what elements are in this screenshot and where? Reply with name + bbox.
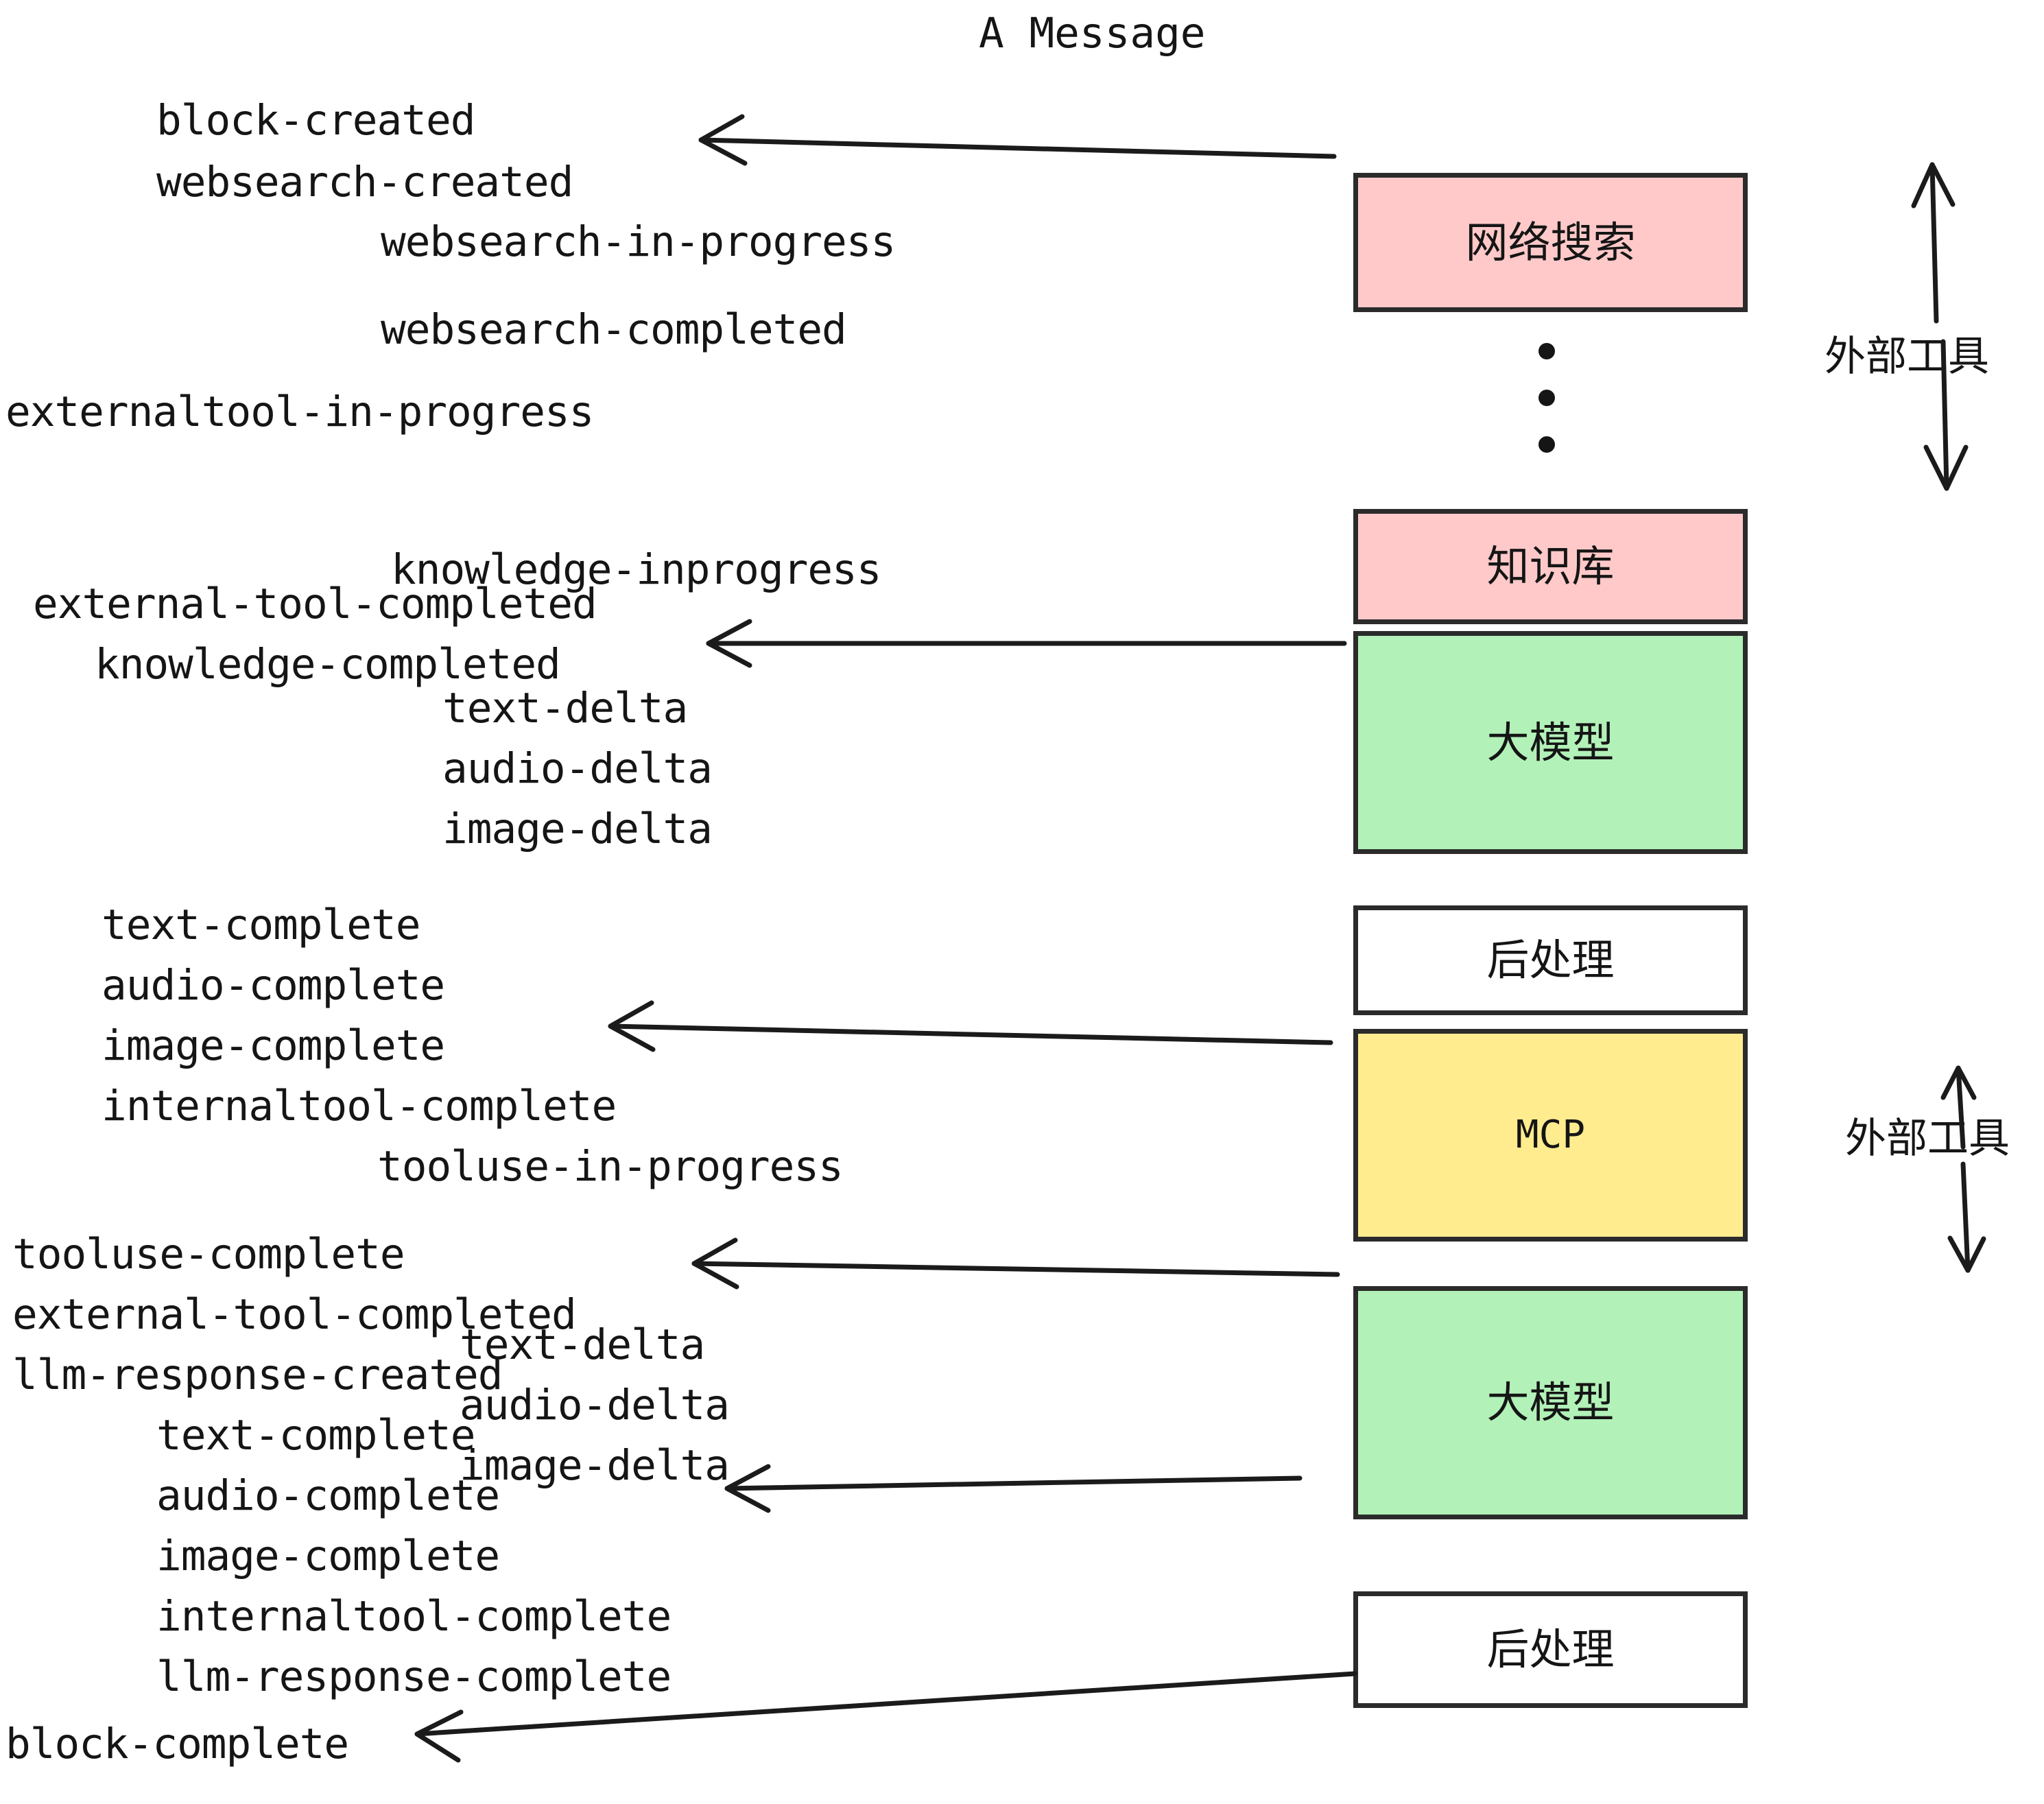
node-llm-2[interactable]: 大模型 (1353, 1286, 1748, 1519)
event-label-image-complete-1: image-complete (102, 1021, 445, 1070)
event-label-websearch-completed: websearch-completed (381, 305, 847, 354)
node-knowledge-label: 知识库 (1486, 541, 1615, 591)
arrow-knowledge-out (706, 619, 1347, 668)
node-mcp-label: MCP (1515, 1113, 1586, 1157)
event-label-tooluse-complete: tooluse-complete (12, 1230, 405, 1279)
event-label-audio-delta-1: audio-delta (442, 744, 713, 793)
scope-arrow-up-top (1911, 162, 1956, 324)
node-mcp[interactable]: MCP (1353, 1029, 1748, 1242)
node-postprocess-2-label: 后处理 (1486, 1624, 1615, 1674)
event-label-tooluse-in-progress: tooluse-in-progress (377, 1142, 844, 1191)
event-label-audio-complete-2: audio-complete (156, 1471, 500, 1520)
event-label-websearch-in-progress: websearch-in-progress (381, 217, 896, 266)
event-label-knowledge-inprogress: knowledge-inprogress (391, 545, 882, 594)
event-label-externaltool-in-progress: externaltool-in-progress (5, 388, 594, 436)
event-label-internaltool-complete-2: internaltool-complete (156, 1592, 672, 1641)
event-label-external-tool-completed-2: external-tool-completed (12, 1290, 577, 1339)
node-postprocess-1-label: 后处理 (1486, 935, 1615, 985)
event-label-llm-response-complete: llm-response-complete (156, 1652, 672, 1701)
scope-arrow-down-bottom (1947, 1161, 1986, 1273)
vertical-ellipsis-icon (1538, 343, 1556, 453)
event-label-text-delta-1: text-delta (442, 684, 688, 733)
node-llm-1[interactable]: 大模型 (1353, 631, 1748, 854)
event-label-image-complete-2: image-complete (156, 1532, 500, 1580)
event-label-audio-complete-1: audio-complete (102, 961, 445, 1010)
event-label-audio-delta-2: audio-delta (460, 1381, 730, 1429)
event-label-text-complete-2: text-complete (156, 1411, 475, 1460)
page-title: A Message (979, 9, 1206, 58)
arrow-llm1-out (608, 1000, 1333, 1052)
event-label-block-created: block-created (156, 96, 475, 145)
node-websearch[interactable]: 网络搜索 (1353, 173, 1748, 312)
node-llm-1-label: 大模型 (1486, 717, 1615, 768)
side-annotation-external-tools-top: 外部工具 (1825, 333, 1989, 381)
side-annotation-external-tools-bottom: 外部工具 (1845, 1115, 2010, 1163)
arrow-websearch-out (698, 114, 1337, 166)
event-label-internaltool-complete-1: internaltool-complete (102, 1082, 617, 1130)
event-label-block-complete: block-complete (5, 1720, 349, 1768)
event-label-image-delta-1: image-delta (442, 805, 713, 853)
node-knowledge[interactable]: 知识库 (1353, 509, 1748, 624)
arrow-llm2-out (724, 1464, 1303, 1513)
node-llm-2-label: 大模型 (1486, 1377, 1615, 1427)
node-websearch-label: 网络搜索 (1465, 217, 1636, 268)
event-label-llm-response-created: llm-response-created (12, 1351, 503, 1399)
node-postprocess-1[interactable]: 后处理 (1353, 905, 1748, 1015)
event-label-image-delta-2: image-delta (460, 1441, 730, 1490)
arrow-mcp-out (691, 1237, 1340, 1290)
node-postprocess-2[interactable]: 后处理 (1353, 1591, 1748, 1708)
event-label-text-complete-1: text-complete (102, 901, 420, 949)
event-label-external-tool-completed-1: external-tool-completed (33, 580, 597, 628)
event-label-websearch-created: websearch-created (156, 158, 573, 206)
event-label-knowledge-completed: knowledge-completed (95, 640, 561, 689)
event-label-text-delta-2: text-delta (460, 1320, 705, 1369)
